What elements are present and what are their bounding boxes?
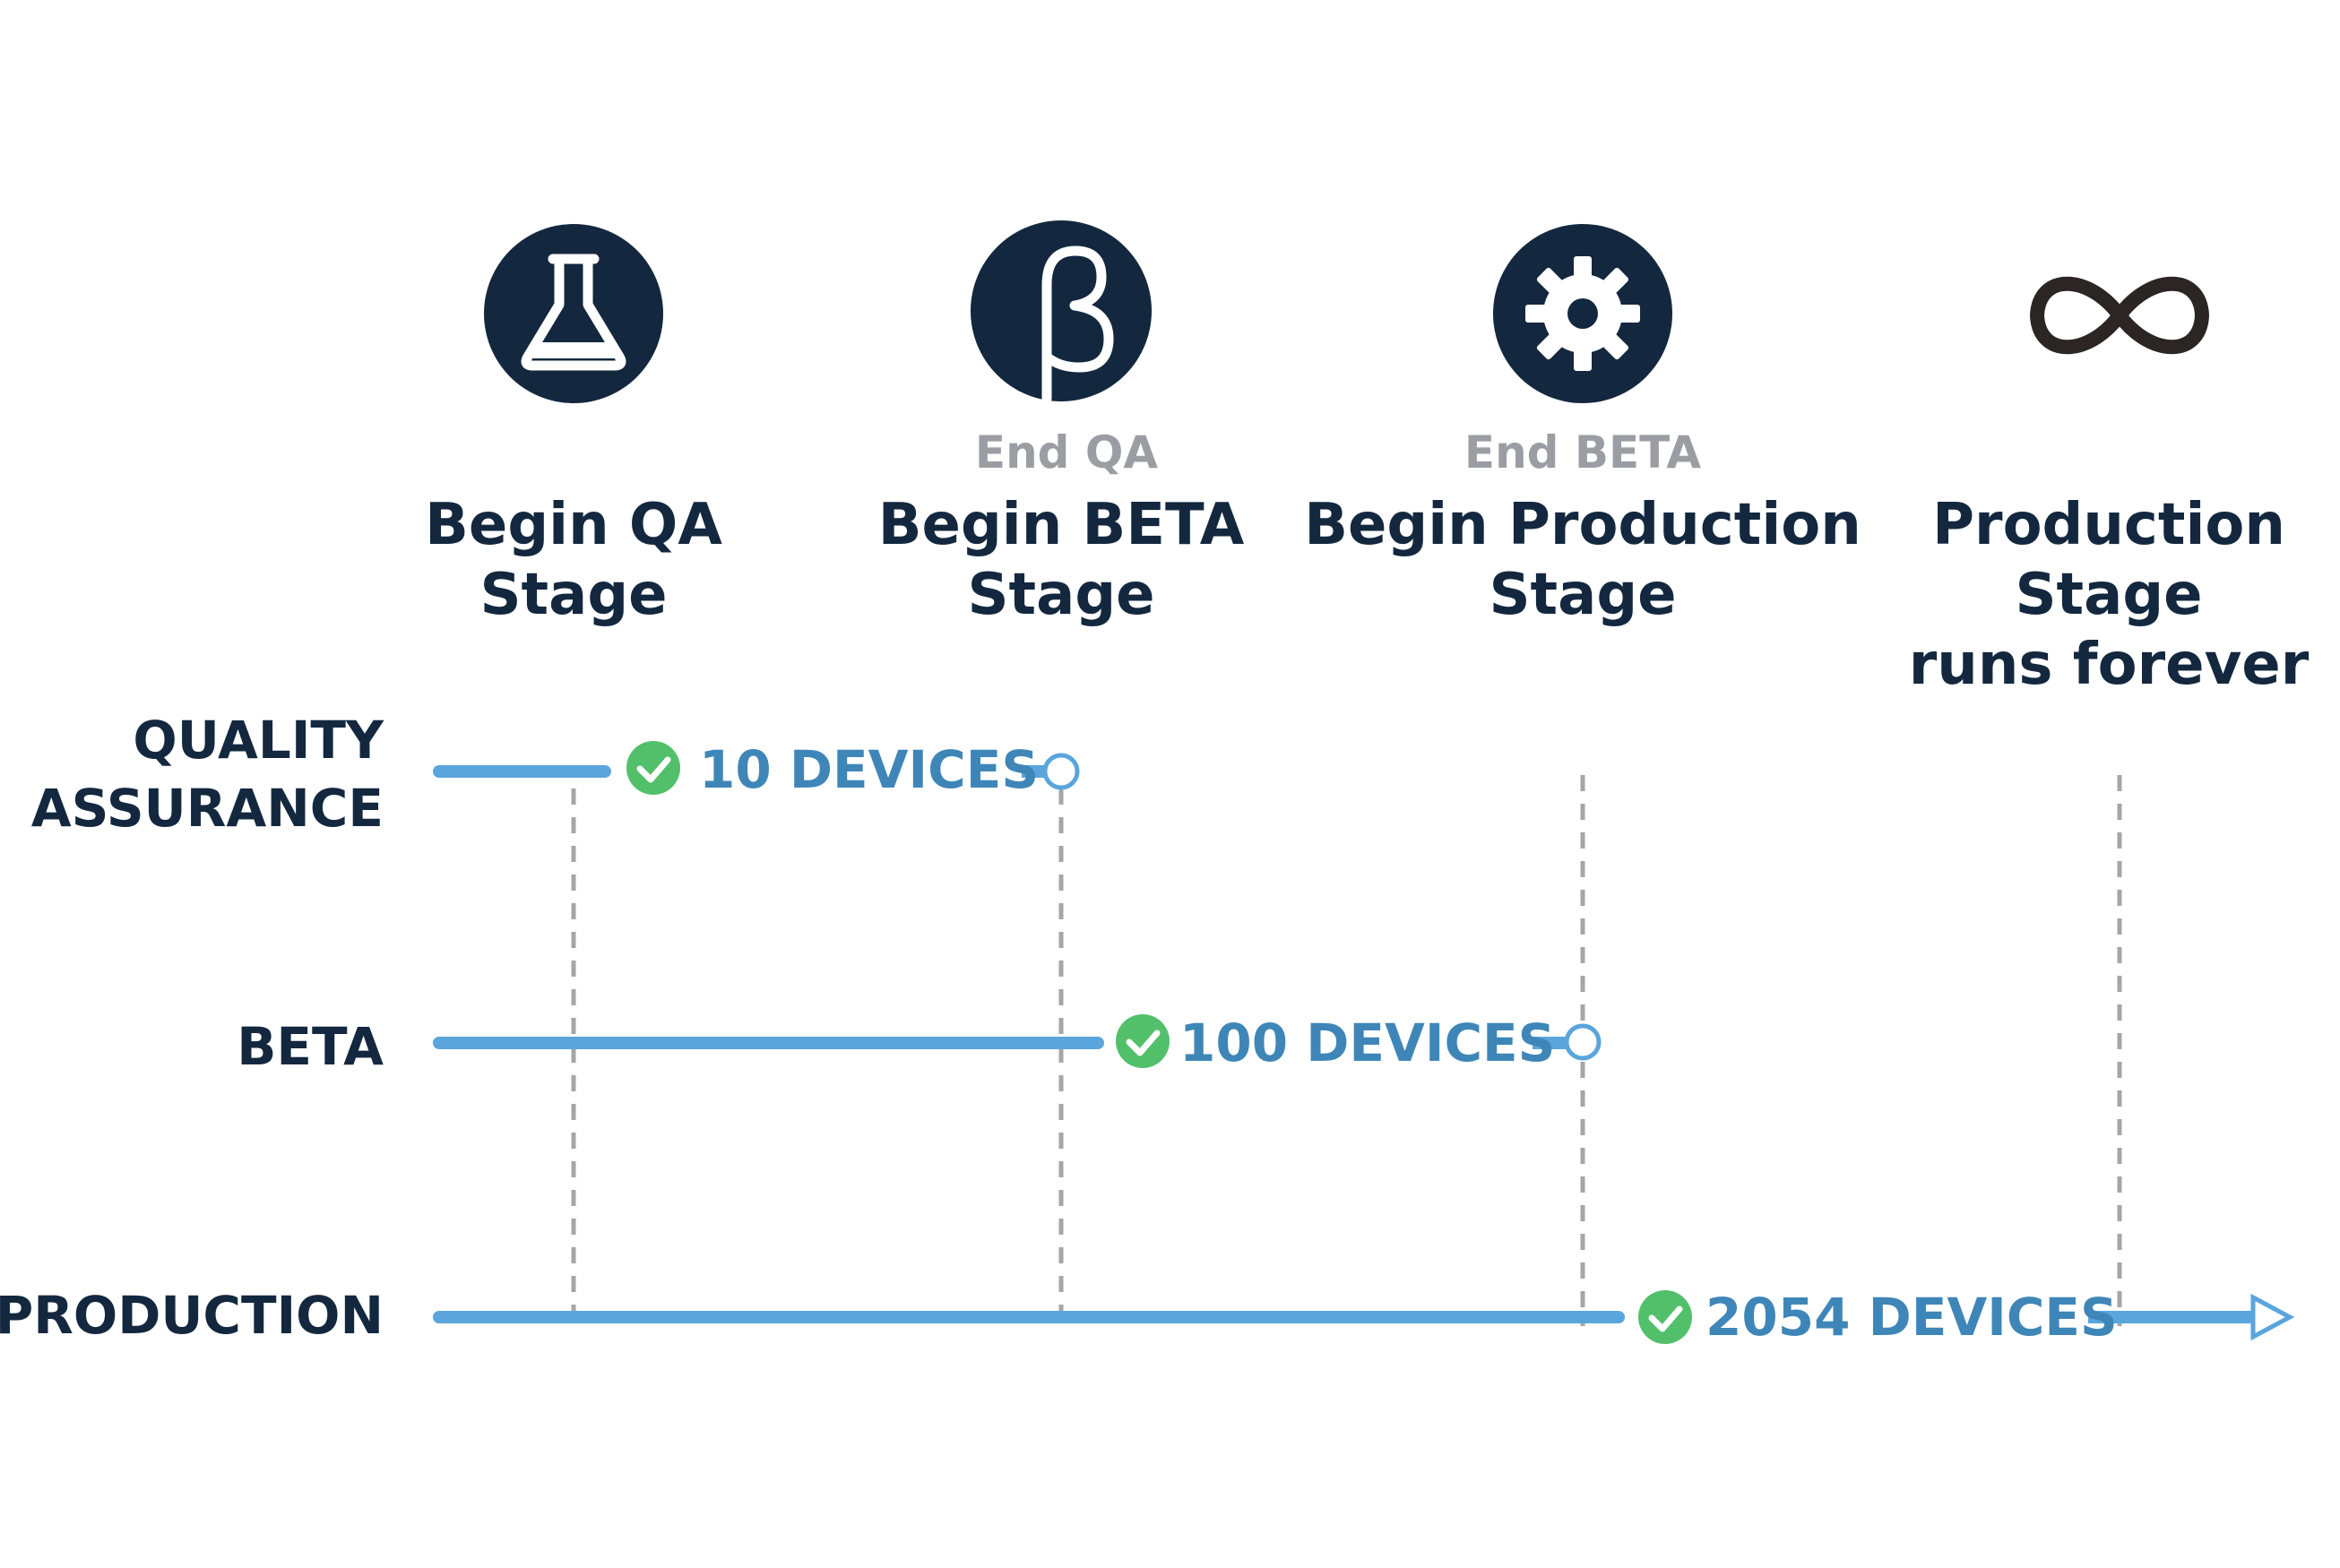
device-count-production: 2054 DEVICES [1705, 1287, 2118, 1348]
milestone-title-production-line2: Stage [1489, 562, 1676, 628]
milestone-sub-beta: End QA [975, 426, 1158, 478]
milestone-title-production-line1: Begin Production [1304, 492, 1861, 558]
beta-icon [971, 220, 1152, 404]
guide-lines [571, 775, 2122, 1326]
check-icon [626, 741, 680, 795]
milestone-title-beta-line1: Begin BETA [878, 492, 1245, 558]
row-label-qa-line2: ASSURANCE [31, 778, 384, 839]
milestone-title-forever-line2: Stage [2015, 562, 2202, 628]
check-icon [1638, 1290, 1692, 1344]
track-production: 2054 DEVICES [433, 1287, 2295, 1348]
milestone-icons [484, 220, 2210, 404]
milestone-title-beta-line2: Stage [967, 562, 1154, 628]
gear-icon [1493, 224, 1672, 403]
track-qa-end-circle [1042, 753, 1080, 790]
row-label-beta: BETA [237, 1016, 384, 1077]
row-labels: QUALITY ASSURANCE BETA PRODUCTION [0, 710, 384, 1346]
track-beta: 100 DEVICES [433, 1012, 1602, 1073]
milestone-title-qa-line2: Stage [479, 562, 667, 628]
device-count-qa: 10 DEVICES [699, 739, 1039, 800]
check-icon [1116, 1014, 1170, 1068]
row-label-qa-line1: QUALITY [133, 710, 384, 771]
track-production-arrow [2250, 1293, 2295, 1341]
milestone-title-forever-line3: runs forever [1909, 632, 2310, 698]
track-beta-end-circle [1564, 1023, 1602, 1061]
milestone-sub-production: End BETA [1464, 426, 1701, 478]
device-count-beta: 100 DEVICES [1179, 1012, 1555, 1073]
milestone-title-qa-line1: Begin QA [425, 492, 722, 558]
row-label-production: PRODUCTION [0, 1285, 384, 1346]
infinity-icon [2029, 276, 2210, 355]
milestone-texts: End QA End BETA Begin QA Stage Begin BET… [425, 426, 2310, 698]
track-qa: 10 DEVICES [433, 739, 1080, 800]
flask-icon [484, 224, 663, 403]
milestone-title-forever-line1: Production [1932, 492, 2285, 558]
